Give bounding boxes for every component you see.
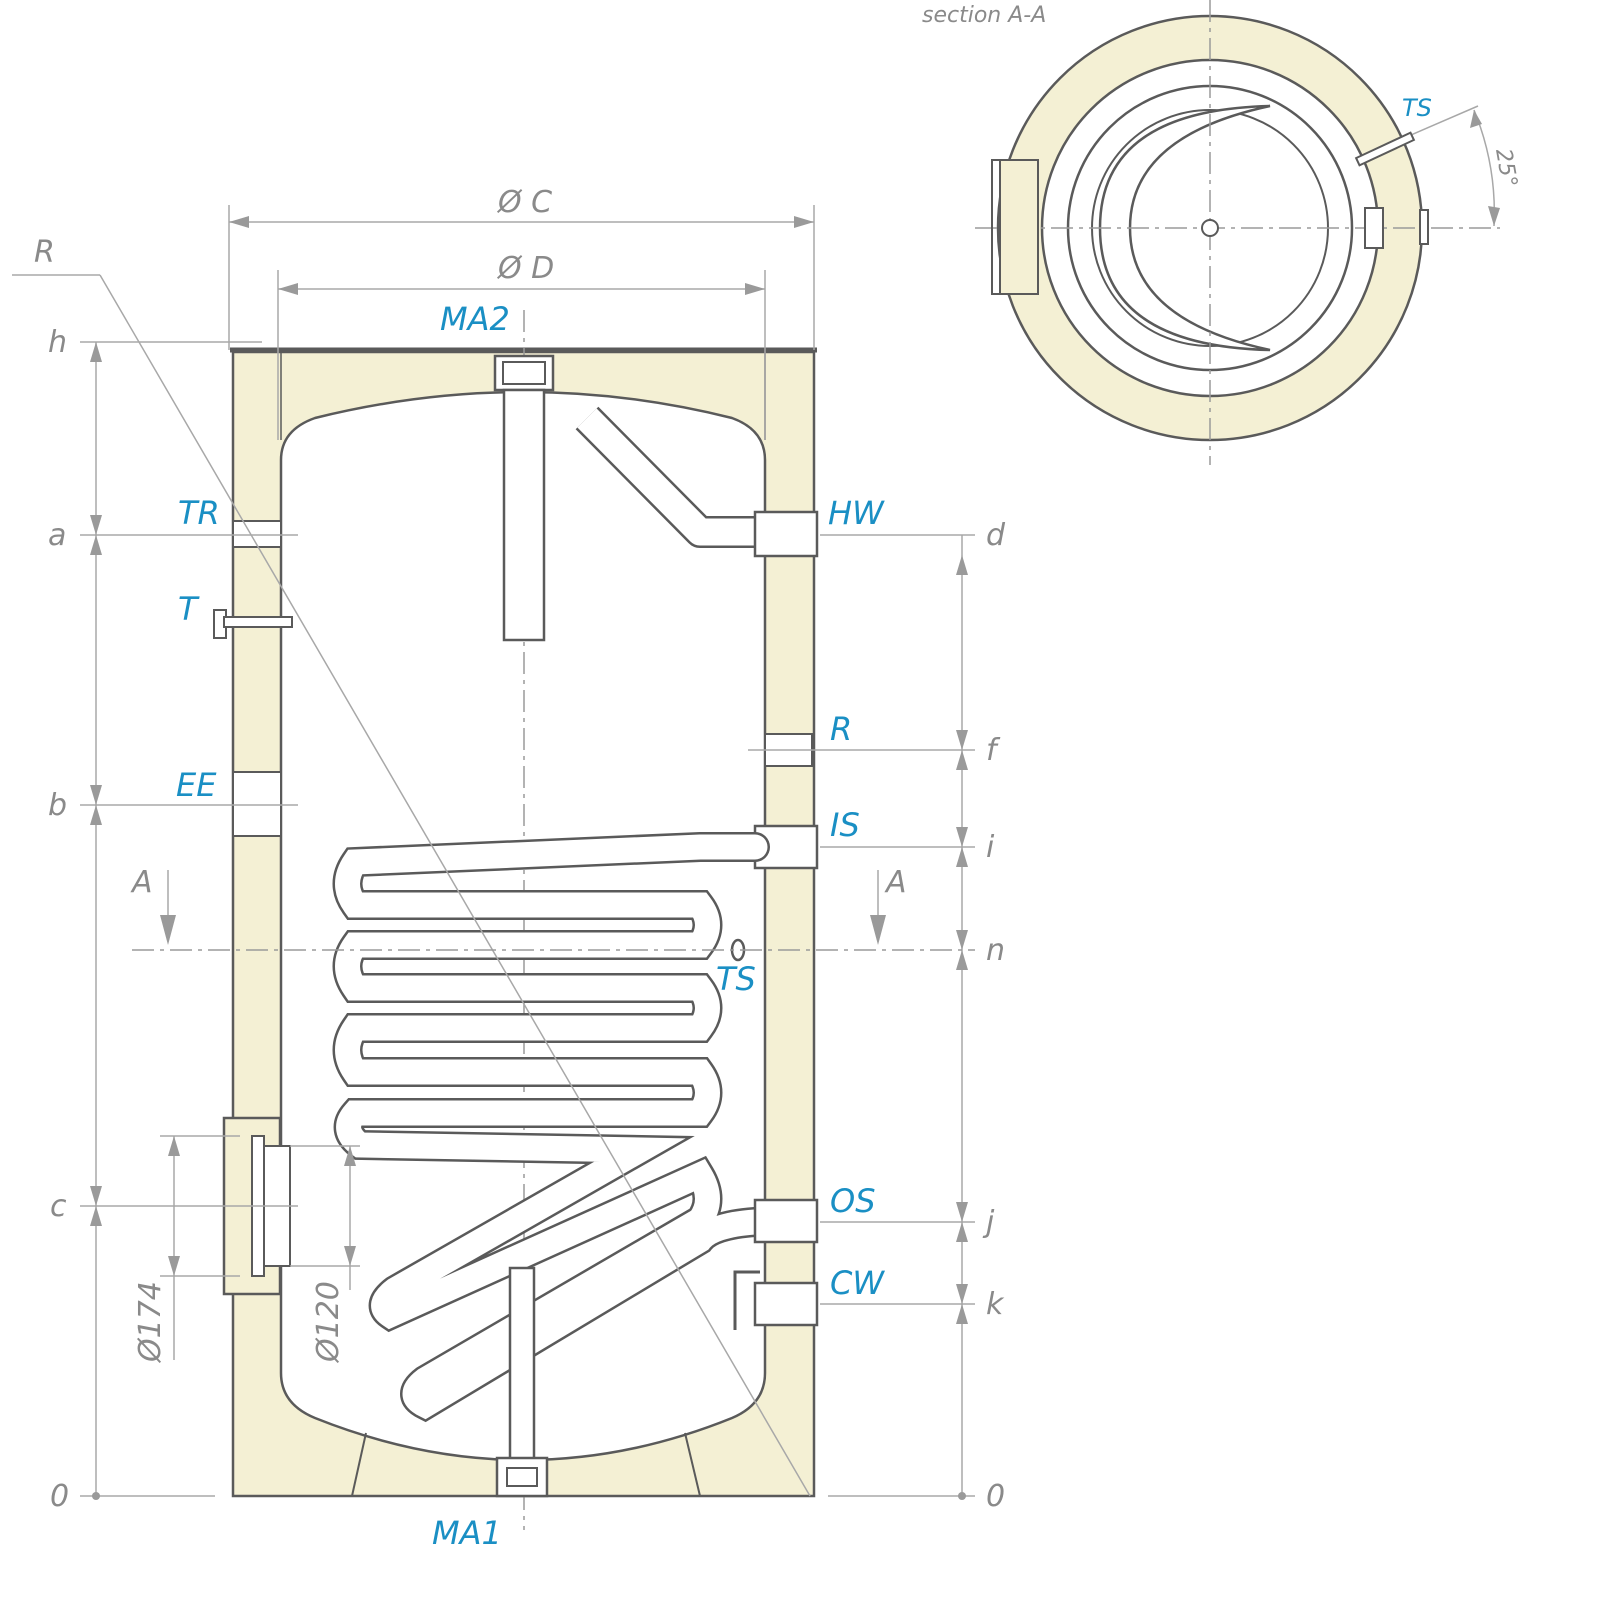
section-mark-left: A bbox=[130, 865, 153, 900]
label-ma2: MA2 bbox=[440, 300, 510, 338]
label-ts: TS bbox=[716, 960, 756, 998]
section-coil-crescent bbox=[1098, 104, 1271, 352]
dim-a: a bbox=[48, 518, 66, 553]
dim-f: f bbox=[986, 733, 1001, 768]
cw-pipe bbox=[733, 1270, 760, 1330]
dim-c: c bbox=[50, 1189, 67, 1224]
dim-flange-inner: Ø120 bbox=[311, 1281, 346, 1364]
section-right-socket bbox=[1364, 207, 1384, 249]
dim-i: i bbox=[986, 830, 995, 865]
label-r-right: R bbox=[830, 710, 852, 748]
cw-socket bbox=[753, 1281, 819, 1327]
hw-socket bbox=[753, 510, 819, 558]
foot-left bbox=[351, 1432, 367, 1497]
heat-exchanger-coil bbox=[332, 832, 770, 1423]
dim-inner-diameter: Ø D bbox=[496, 251, 554, 286]
anode-top bbox=[502, 388, 546, 642]
section-ts-sensor bbox=[1354, 131, 1416, 167]
dim-j: j bbox=[982, 1205, 995, 1240]
foot-right bbox=[684, 1432, 701, 1497]
dim-n: n bbox=[986, 933, 1005, 968]
dim-zero-left: 0 bbox=[50, 1479, 69, 1514]
anode-bottom bbox=[508, 1266, 536, 1470]
t-stem bbox=[223, 616, 293, 628]
label-cw: CW bbox=[830, 1264, 885, 1302]
tank-elevation bbox=[213, 310, 819, 1530]
tr-socket bbox=[232, 520, 282, 548]
dim-d: d bbox=[986, 518, 1006, 553]
dim-zero-right: 0 bbox=[986, 1479, 1005, 1514]
ma2-socket-inner bbox=[502, 361, 546, 385]
label-is: IS bbox=[830, 806, 860, 844]
label-ee: EE bbox=[176, 766, 217, 804]
section-mark-right: A bbox=[884, 865, 907, 900]
ee-socket bbox=[232, 771, 282, 837]
label-os: OS bbox=[830, 1182, 876, 1220]
section-a-a-view bbox=[975, 0, 1500, 465]
labels: section A-A 25° TS Ø C Ø D R h a b c 0 d… bbox=[34, 3, 1521, 1552]
ma1-nut bbox=[506, 1467, 538, 1487]
label-r-left: R bbox=[34, 235, 55, 270]
dimension-lines bbox=[12, 205, 975, 1500]
label-ma1: MA1 bbox=[432, 1514, 502, 1552]
dim-b: b bbox=[48, 788, 67, 823]
r-diagonal bbox=[99, 274, 811, 1497]
hw-pipe-inner bbox=[577, 408, 760, 546]
label-tr: TR bbox=[178, 494, 220, 532]
dim-k: k bbox=[986, 1287, 1005, 1322]
os-socket bbox=[753, 1198, 819, 1244]
section-title: section A-A bbox=[922, 3, 1046, 28]
label-hw: HW bbox=[828, 494, 885, 532]
label-t: T bbox=[178, 590, 200, 628]
dim-flange-outer: Ø174 bbox=[133, 1281, 168, 1364]
dim-outer-diameter: Ø C bbox=[496, 185, 552, 220]
ts-section-label: TS bbox=[1402, 94, 1432, 122]
dim-h: h bbox=[48, 325, 67, 360]
section-angle-label: 25° bbox=[1490, 147, 1521, 190]
